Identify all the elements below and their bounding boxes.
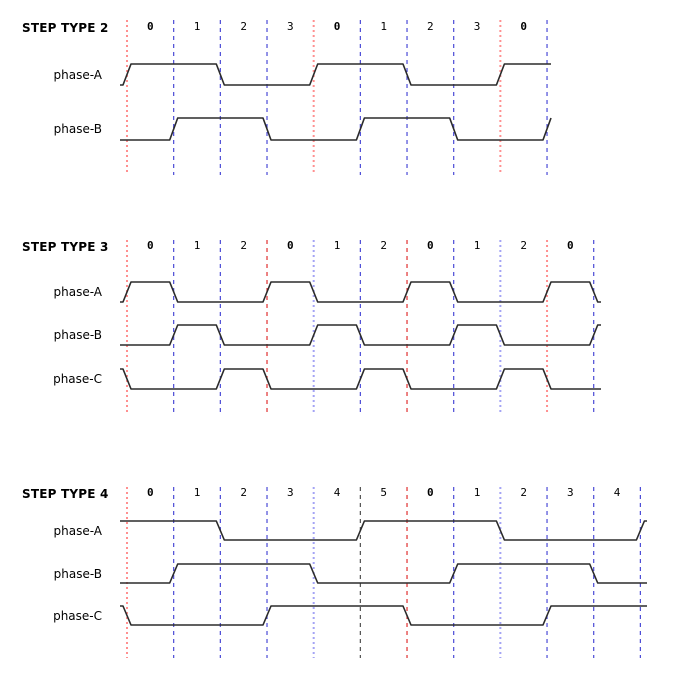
step-number: 1 (473, 486, 481, 499)
step-number: 2 (240, 239, 247, 252)
waveform-phase-A (120, 281, 601, 303)
phase-label: phase-C (53, 608, 102, 623)
step-number: 0 (567, 239, 574, 252)
waveform-phase-B (120, 117, 552, 141)
step-number: 0 (147, 239, 154, 252)
step-number: 0 (520, 20, 527, 33)
step-number: 0 (427, 486, 434, 499)
step-number: 1 (333, 239, 341, 252)
step-number: 3 (567, 486, 574, 499)
step-number: 2 (427, 20, 434, 33)
step-number: 2 (520, 239, 527, 252)
step-number: 0 (147, 20, 154, 33)
waveform-phase-B (120, 563, 647, 584)
phase-label: phase-B (53, 328, 102, 342)
step-number: 4 (333, 486, 341, 499)
step-number: 3 (473, 20, 481, 33)
waveform-phase-B (120, 324, 601, 346)
step-number: 1 (473, 239, 481, 252)
section-title: STEP TYPE 4 (22, 487, 109, 501)
waveform-phase-C (120, 368, 601, 390)
step-number: 3 (287, 20, 294, 33)
phase-label: phase-C (53, 372, 102, 386)
phase-label: phase-B (53, 566, 102, 581)
step-number: 0 (147, 486, 154, 499)
section-title: STEP TYPE 3 (22, 240, 109, 254)
step-number: 4 (613, 486, 621, 499)
step-number: 1 (193, 239, 201, 252)
step-number: 1 (380, 20, 387, 33)
step-number: 2 (240, 486, 247, 499)
step-number: 2 (240, 20, 247, 33)
step-number: 3 (287, 486, 294, 499)
step-number: 2 (520, 486, 527, 499)
step-number: 1 (193, 20, 201, 33)
waveform-phase-C (120, 605, 647, 626)
step-number: 1 (193, 486, 201, 499)
step-number: 2 (380, 239, 387, 252)
phase-label: phase-A (53, 523, 103, 538)
step-number: 0 (287, 239, 294, 252)
waveform-phase-A (120, 520, 647, 541)
step-number: 0 (427, 239, 434, 252)
phase-label: phase-B (53, 122, 102, 136)
step-number: 5 (380, 486, 387, 499)
step-number: 0 (333, 20, 341, 33)
phase-label: phase-A (53, 67, 103, 82)
phase-label: phase-A (53, 285, 103, 299)
section-title: STEP TYPE 2 (22, 21, 109, 35)
waveform-phase-A (120, 63, 551, 86)
